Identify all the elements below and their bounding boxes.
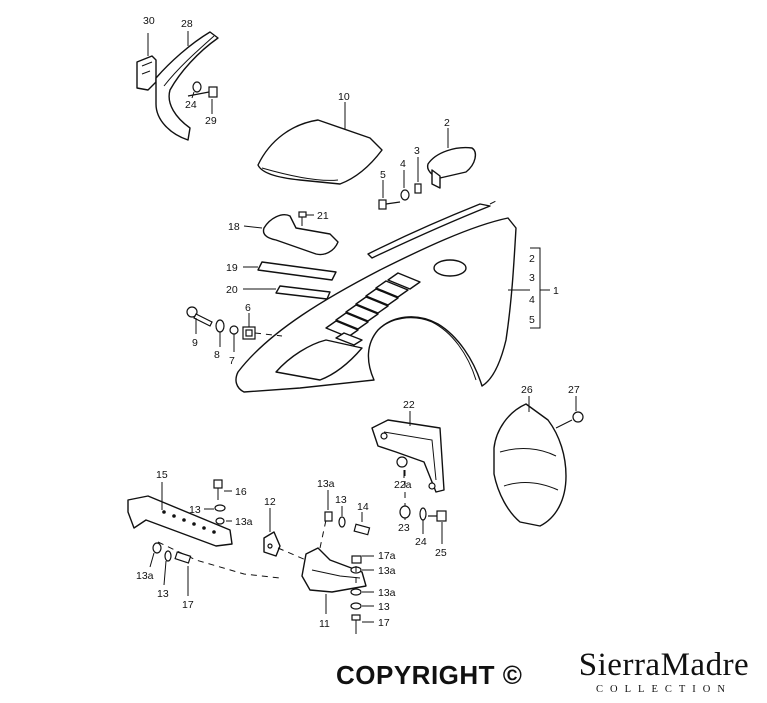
copyright-notice: COPYRIGHT © <box>336 660 523 690</box>
callout-13a-right-1: 13a <box>378 565 396 577</box>
callout-24: 24 <box>185 99 197 111</box>
callout-13a-left-lower: 13a <box>136 570 154 582</box>
part-fender-moulding <box>367 200 497 259</box>
callout-4: 4 <box>400 158 406 170</box>
callout-bracket-5: 5 <box>529 314 535 326</box>
callout-19: 19 <box>226 262 238 274</box>
part-17-bolt-right <box>351 566 374 634</box>
callout-bracket-2: 2 <box>529 253 535 265</box>
callout-16: 16 <box>235 486 247 498</box>
callout-22a: 22a <box>394 479 412 491</box>
callout-23: 23 <box>398 522 410 534</box>
brand-subtitle: COLLECTION <box>596 684 732 695</box>
part-25-bolt <box>404 470 447 544</box>
callout-bracket-1 <box>508 247 550 329</box>
callout-8: 8 <box>214 349 220 361</box>
part-24-washer <box>191 81 202 99</box>
part-4-nut <box>400 170 410 201</box>
fender-louvers <box>325 272 421 346</box>
callout-17a: 17a <box>378 550 396 562</box>
callout-30: 30 <box>143 15 155 27</box>
part-27-screw <box>555 396 584 429</box>
part-8-washer <box>215 319 225 347</box>
part-22-bracket <box>371 411 445 493</box>
callout-13a-left-upper: 13a <box>235 516 253 528</box>
part-23-washer <box>399 505 411 520</box>
callout-13-mid: 13 <box>335 494 347 506</box>
part-13-washer-left <box>163 550 172 586</box>
part-29-bolt <box>187 86 218 114</box>
part-22a-nut <box>396 456 408 478</box>
callout-11: 11 <box>319 618 330 630</box>
part-13a-nut-upper <box>215 517 232 525</box>
part-30-clip <box>136 33 157 91</box>
callout-29: 29 <box>205 115 217 127</box>
callout-26: 26 <box>521 384 533 396</box>
part-13-washer-mid <box>338 506 346 528</box>
rail-holes <box>162 510 216 534</box>
part-7-washer <box>229 325 239 352</box>
part-11-mount-bracket <box>301 519 367 614</box>
part-12-bracket <box>263 508 307 561</box>
part-24-spring-washer <box>419 507 427 534</box>
part-16-bolt <box>213 479 232 500</box>
part-17a-nut <box>351 555 374 564</box>
callout-20: 20 <box>226 284 238 296</box>
callout-10: 10 <box>338 91 350 103</box>
part-6-clip-nut <box>242 313 283 340</box>
callout-6: 6 <box>245 302 251 314</box>
part-1-fender <box>235 217 517 393</box>
part-10-hood-panel <box>257 102 383 185</box>
part-14-bolt <box>353 512 371 536</box>
callout-21: 21 <box>317 210 329 222</box>
part-26-splash-liner <box>493 396 567 527</box>
part-15-support-rail <box>127 482 281 579</box>
callout-25: 25 <box>435 547 447 559</box>
callout-17-right: 17 <box>378 617 390 629</box>
callout-17-left: 17 <box>182 599 194 611</box>
part-3-clip <box>414 157 422 194</box>
callout-bracket-4: 4 <box>529 294 535 306</box>
callout-24-lower: 24 <box>415 536 427 548</box>
callout-2: 2 <box>444 117 450 129</box>
callout-22: 22 <box>403 399 415 411</box>
callout-28: 28 <box>181 18 193 30</box>
callout-12: 12 <box>264 496 276 508</box>
callout-13-left-lower: 13 <box>157 588 169 600</box>
callout-13-left-upper: 13 <box>189 504 201 516</box>
brand-name: SierraMadre <box>578 647 750 683</box>
part-13a-washer-r2 <box>350 588 374 596</box>
part-28-trim-strip <box>155 31 219 141</box>
callout-15: 15 <box>156 469 168 481</box>
callout-13a-right-2: 13a <box>378 587 396 599</box>
callout-3: 3 <box>414 145 420 157</box>
callout-27: 27 <box>568 384 580 396</box>
callout-bracket-3: 3 <box>529 272 535 284</box>
callout-14: 14 <box>357 501 369 513</box>
callout-9: 9 <box>192 337 198 349</box>
part-20-strip <box>243 285 331 300</box>
part-13-washer-r3 <box>350 602 374 610</box>
callout-labels: 30 28 24 29 10 2 3 4 5 21 18 19 20 9 8 6… <box>136 15 580 630</box>
part-9-bolt <box>186 306 213 334</box>
fender-opening <box>275 339 363 381</box>
callout-13a-mid: 13a <box>317 478 335 490</box>
part-17-bolt-left <box>174 551 192 596</box>
fender-filler-recess <box>433 259 467 277</box>
brand-logo: SierraMadre COLLECTION <box>566 648 762 695</box>
callout-7: 7 <box>229 355 235 367</box>
callout-18: 18 <box>228 221 240 233</box>
part-21-screw <box>298 211 314 226</box>
part-13a-nut-mid <box>324 490 333 522</box>
callout-5: 5 <box>380 169 386 181</box>
part-18-seal-pad <box>243 214 339 256</box>
callout-1: 1 <box>553 285 559 297</box>
part-19-strip <box>243 261 337 281</box>
part-13-washer-upper <box>204 504 226 512</box>
part-2-fuel-cap <box>426 128 477 189</box>
part-13a-nut-left <box>149 542 162 568</box>
part-5-bolt <box>378 180 401 210</box>
callout-13-right: 13 <box>378 601 390 613</box>
